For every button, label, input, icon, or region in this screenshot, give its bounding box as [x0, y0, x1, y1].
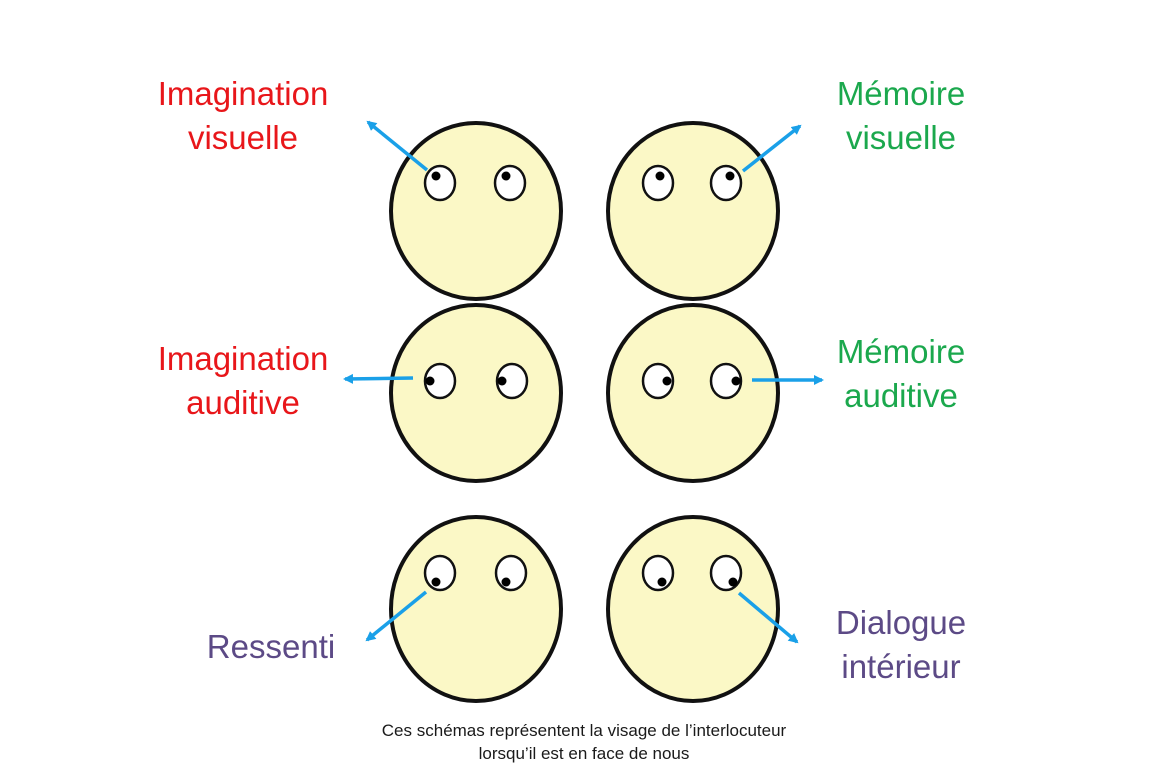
left-eye — [641, 554, 675, 592]
diagram-caption: Ces schémas représentent la visage de l’… — [284, 719, 884, 765]
label-memoire-auditive: Mémoire auditive — [816, 330, 986, 418]
label-memoire-visuelle: Mémoire visuelle — [816, 72, 986, 160]
label-line: Mémoire — [836, 333, 966, 370]
label-line: Imagination — [157, 340, 329, 377]
gaze-arrow — [366, 120, 429, 172]
label-line: Dialogue — [835, 604, 967, 641]
face-circle — [606, 121, 780, 301]
left-eye — [423, 362, 457, 400]
caption-line: Ces schémas représentent la visage de l’… — [381, 721, 787, 740]
label-line: visuelle — [187, 119, 299, 156]
gaze-arrow — [365, 590, 428, 642]
label-line: visuelle — [845, 119, 957, 156]
gaze-arrow — [343, 373, 414, 384]
face-memoire-auditive — [606, 303, 824, 483]
face-circle — [389, 121, 563, 301]
face-ressenti — [365, 515, 563, 703]
right-eye — [495, 362, 529, 400]
face-circle — [606, 515, 780, 703]
right-eye — [493, 164, 527, 202]
label-line: auditive — [186, 384, 300, 421]
right-eye — [709, 362, 743, 400]
label-dialogue-interieur: Dialogue intérieur — [816, 601, 986, 689]
caption-line: lorsqu’il est en face de nous — [478, 744, 690, 763]
left-eye — [641, 164, 675, 202]
label-line: Ressenti — [206, 628, 336, 665]
label-imagination-auditive: Imagination auditive — [148, 337, 338, 425]
face-circle — [389, 303, 563, 483]
face-dialogue-interieur — [606, 515, 799, 703]
gaze-arrow — [741, 124, 802, 173]
left-eye — [423, 554, 457, 592]
label-ressenti: Ressenti — [196, 625, 346, 669]
left-eye — [423, 164, 457, 202]
right-eye — [709, 164, 743, 202]
gaze-arrow — [737, 591, 799, 644]
face-memoire-visuelle — [606, 121, 802, 301]
face-imagination-auditive — [343, 303, 563, 483]
label-line: Imagination — [157, 75, 329, 112]
right-eye — [709, 554, 743, 592]
face-circle — [606, 303, 780, 483]
label-line: Mémoire — [836, 75, 966, 112]
label-line: intérieur — [841, 648, 961, 685]
left-eye — [641, 362, 675, 400]
right-eye — [494, 554, 528, 592]
label-line: auditive — [844, 377, 958, 414]
face-circle — [389, 515, 563, 703]
label-imagination-visuelle: Imagination visuelle — [148, 72, 338, 160]
face-imagination-visuelle — [366, 120, 563, 301]
